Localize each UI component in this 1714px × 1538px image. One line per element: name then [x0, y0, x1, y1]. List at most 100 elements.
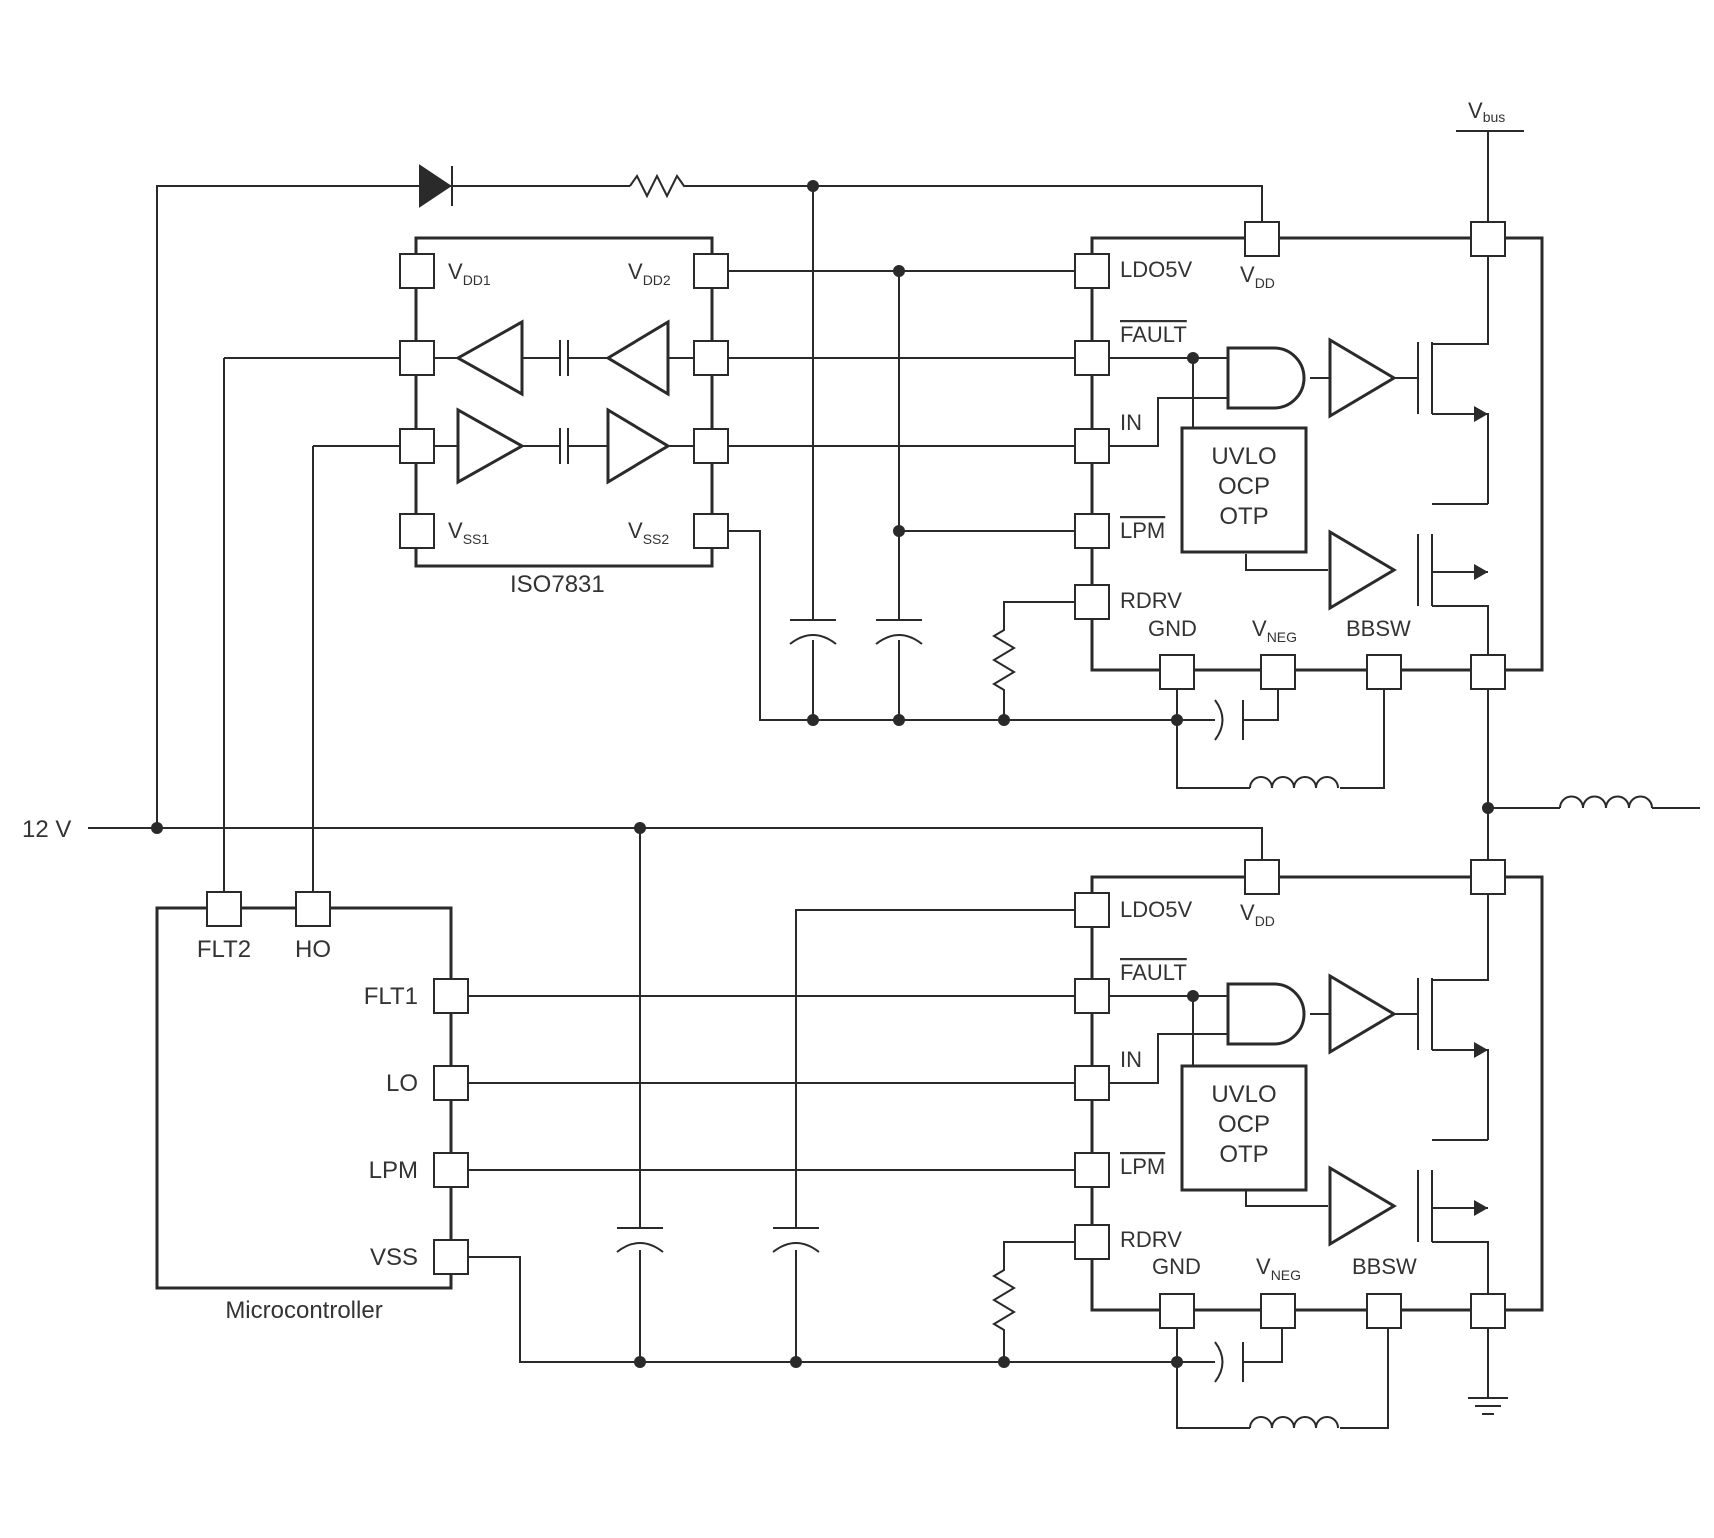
label-gnd-top: GND [1148, 616, 1197, 641]
pin-source-bottom [1470, 1293, 1506, 1329]
driver-bottom [1074, 859, 1544, 1329]
label-vdd-bottom: VDD [1240, 900, 1275, 929]
pin-rdrv-top [1074, 584, 1110, 620]
label-lpm-bottom: LPM [1120, 1154, 1165, 1179]
pin-ldo5v-top [1074, 253, 1110, 289]
label-bbsw-top: BBSW [1346, 616, 1411, 641]
label-lpm-mcu: LPM [369, 1157, 418, 1184]
pin-iso-fault-in [693, 340, 729, 376]
protect-otp-top: OTP [1219, 503, 1268, 530]
pin-vdd-top [1244, 221, 1280, 257]
pin-vdd-bottom [1244, 859, 1280, 895]
pin-lpm-mcu [433, 1152, 469, 1188]
label-vss-mcu: VSS [370, 1244, 418, 1271]
label-rdrv-top: RDRV [1120, 588, 1182, 613]
pin-lo [433, 1065, 469, 1101]
pin-iso-out [399, 340, 435, 376]
pin-vss-mcu [433, 1239, 469, 1275]
pin-ldo5v-bottom [1074, 892, 1110, 928]
pin-vdd2 [693, 253, 729, 289]
buffer-right-tx [605, 319, 670, 397]
label-vneg-top: VNEG [1252, 616, 1297, 645]
diode [419, 164, 453, 208]
protect-ocp-bottom: OCP [1218, 1111, 1270, 1138]
label-ldo5v-top: LDO5V [1120, 257, 1192, 282]
gate-driver-low-bottom [1328, 1165, 1397, 1247]
label-ho: HO [295, 936, 331, 963]
buffer-right-rx [606, 407, 671, 485]
buffer-left-tx [456, 407, 526, 485]
label-vbus: Vbus [1468, 98, 1505, 125]
label-vdd1: VDD1 [448, 259, 491, 288]
pin-fault-bottom [1074, 978, 1110, 1014]
pin-iso-in [399, 428, 435, 464]
label-rdrv-bottom: RDRV [1120, 1227, 1182, 1252]
label-vdd2: VDD2 [628, 259, 671, 288]
pin-drain-bottom [1470, 859, 1506, 895]
resistor-series [629, 173, 690, 199]
label-vss2: VSS2 [628, 518, 669, 547]
label-flt2: FLT2 [197, 936, 251, 963]
microcontroller [155, 891, 469, 1290]
pin-vss2 [693, 513, 729, 549]
protection-block-top [1180, 426, 1308, 554]
inductor-output [1559, 795, 1653, 809]
label-vneg-bottom: VNEG [1256, 1254, 1301, 1283]
label-vdd-top: VDD [1240, 262, 1275, 291]
gate-driver-low-top [1328, 529, 1397, 611]
label-in-top: IN [1120, 410, 1142, 435]
pin-vss1 [399, 513, 435, 549]
label-vss1: VSS1 [448, 518, 489, 547]
and-gate-top [1226, 346, 1306, 410]
pin-gnd-top [1159, 654, 1195, 690]
gate-driver-high-top [1328, 337, 1397, 419]
resistor-rdrv-top [992, 605, 1016, 695]
pin-flt2 [206, 891, 242, 927]
capacitor-vneg-bottom [1214, 1341, 1244, 1383]
pin-in-top [1074, 428, 1110, 464]
pin-bbsw-top [1366, 654, 1402, 690]
pin-in-bottom [1074, 1065, 1110, 1101]
protection-block-bottom [1180, 1064, 1308, 1192]
pin-vneg-top [1260, 654, 1296, 690]
label-flt1: FLT1 [364, 983, 418, 1010]
pin-drain-top [1470, 221, 1506, 257]
pin-fault-top [1074, 340, 1110, 376]
gate-driver-high-bottom [1328, 973, 1397, 1055]
pin-vneg-bottom [1260, 1293, 1296, 1329]
pin-gnd-bottom [1159, 1293, 1195, 1329]
label-lo: LO [386, 1070, 418, 1097]
label-bbsw-bottom: BBSW [1352, 1254, 1417, 1279]
pin-flt1 [433, 978, 469, 1014]
capacitor-bottom-2 [772, 1227, 820, 1253]
pin-rdrv-bottom [1074, 1224, 1110, 1260]
ground-icon [1468, 1397, 1508, 1415]
inductor-bbsw-bottom [1249, 1416, 1339, 1429]
and-gate-bottom [1226, 982, 1306, 1046]
label-gnd-bottom: GND [1152, 1254, 1201, 1279]
capacitor-top-2 [875, 619, 923, 645]
pin-source-top [1470, 654, 1506, 690]
label-ldo5v-bottom: LDO5V [1120, 897, 1192, 922]
protect-ocp-top: OCP [1218, 473, 1270, 500]
capacitor-top-1 [789, 619, 837, 645]
protect-uvlo-top: UVLO [1211, 443, 1276, 470]
protect-uvlo-bottom: UVLO [1211, 1081, 1276, 1108]
label-lpm-top: LPM [1120, 518, 1165, 543]
buffer-left-rx [454, 319, 524, 397]
capacitor-vneg-top [1214, 699, 1244, 741]
pin-vdd1 [399, 253, 435, 289]
mcu-name: Microcontroller [225, 1297, 382, 1324]
label-12v: 12 V [22, 816, 71, 843]
pin-lpm-bottom [1074, 1152, 1110, 1188]
protect-otp-bottom: OTP [1219, 1141, 1268, 1168]
junction-dots [151, 180, 1494, 1368]
driver-top [1074, 221, 1544, 690]
pin-lpm-top [1074, 513, 1110, 549]
label-in-bottom: IN [1120, 1047, 1142, 1072]
wires [88, 131, 1700, 1429]
label-fault-bottom: FAULT [1120, 960, 1187, 985]
capacitor-bottom-1 [616, 1227, 664, 1253]
pin-bbsw-bottom [1366, 1293, 1402, 1329]
